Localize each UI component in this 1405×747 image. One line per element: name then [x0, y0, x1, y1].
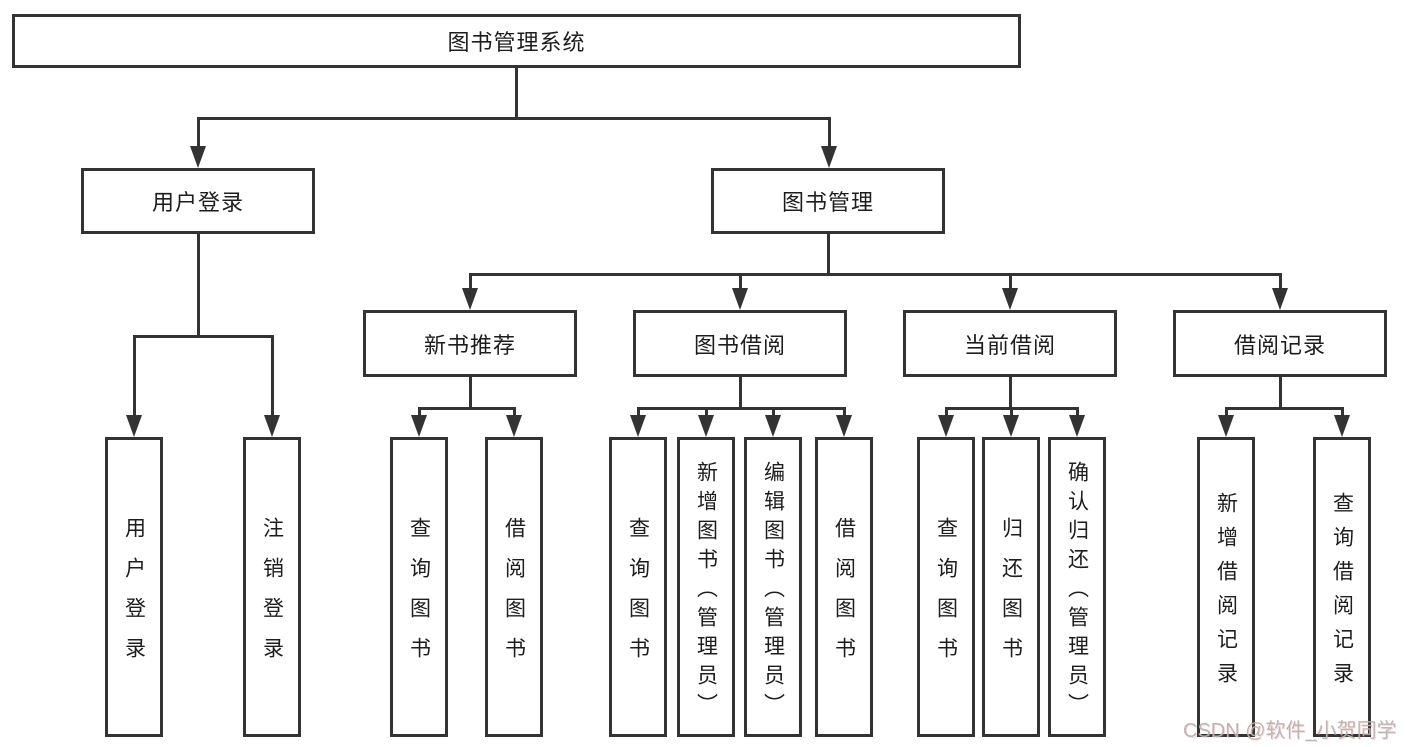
edge-drop-records [1279, 273, 1282, 289]
edge-current-stem [1009, 377, 1012, 408]
arrow-down-icon [938, 415, 954, 437]
leaf-query-books-borrowing: 查询图书 [609, 437, 667, 737]
node-book-borrowing-label: 图书借阅 [693, 332, 786, 358]
edge-book-mgmt-stem [827, 234, 830, 273]
node-current-borrowing-label: 当前借阅 [963, 332, 1056, 358]
node-user-login-label: 用户登录 [151, 190, 244, 215]
node-book-borrowing: 图书借阅 [633, 310, 847, 377]
leaf-borrow-books-borrowing-label: 借阅图书 [832, 516, 856, 677]
edge-drop [1341, 407, 1344, 417]
node-root: 图书管理系统 [12, 14, 1021, 68]
arrow-down-icon [462, 288, 478, 310]
arrow-down-icon [1003, 415, 1019, 437]
node-borrowing-records-label: 借阅记录 [1233, 332, 1326, 358]
node-borrowing-records: 借阅记录 [1173, 310, 1387, 377]
arrow-down-icon [1218, 415, 1234, 437]
leaf-return-books: 归还图书 [982, 437, 1040, 737]
leaf-query-books-recommend: 查询图书 [390, 437, 448, 737]
edge-recommend-rail [418, 407, 515, 410]
node-current-borrowing: 当前借阅 [903, 310, 1117, 377]
edge-records-stem [1279, 377, 1282, 408]
edge-drop-recommend [469, 273, 472, 289]
edge-drop [418, 407, 421, 417]
edge-records-rail [1225, 407, 1343, 410]
node-new-book-recommend-label: 新书推荐 [423, 332, 516, 358]
edge-drop [705, 407, 708, 417]
leaf-query-books-borrowing-label: 查询图书 [626, 516, 650, 677]
leaf-borrow-books-borrowing: 借阅图书 [815, 437, 873, 737]
edge-root-rail [197, 117, 831, 120]
edge-drop-user-login [197, 117, 200, 148]
arrow-down-icon [821, 146, 837, 168]
leaf-query-books-recommend-label: 查询图书 [407, 516, 431, 677]
leaf-add-borrow-record: 新增借阅记录 [1197, 437, 1255, 737]
edge-user-login-stem [197, 234, 200, 335]
arrow-down-icon [126, 415, 142, 437]
leaf-add-books-admin: 新增图书（管理员） [677, 437, 735, 737]
leaf-return-books-label: 归还图书 [999, 516, 1023, 677]
arrow-down-icon [506, 415, 522, 437]
leaf-logout: 注销登录 [243, 437, 301, 737]
edge-root-stem [515, 68, 518, 118]
leaf-borrow-books-recommend-label: 借阅图书 [502, 516, 526, 677]
leaf-add-books-admin-label: 新增图书（管理员） [694, 460, 718, 722]
edge-drop [843, 407, 846, 417]
edge-borrowing-stem [739, 377, 742, 408]
leaf-add-borrow-record-label: 新增借阅记录 [1214, 491, 1238, 696]
arrow-down-icon [732, 288, 748, 310]
edge-drop-borrowing [739, 273, 742, 289]
edge-drop [637, 407, 640, 417]
csdn-watermark: CSDN @软件_小贺同学 [1183, 720, 1397, 742]
arrow-down-icon [190, 146, 206, 168]
edge-recommend-stem [469, 377, 472, 408]
edge-book-mgmt-rail [469, 273, 1281, 276]
edge-drop [513, 407, 516, 417]
arrow-down-icon [698, 415, 714, 437]
leaf-edit-books-admin-label: 编辑图书（管理员） [761, 460, 785, 722]
edge-drop [1225, 407, 1228, 417]
leaf-user-login-label: 用户登录 [122, 516, 146, 677]
arrow-down-icon [1272, 288, 1288, 310]
node-book-management: 图书管理 [711, 168, 945, 234]
arrow-down-icon [411, 415, 427, 437]
edge-drop [772, 407, 775, 417]
arrow-down-icon [1002, 288, 1018, 310]
leaf-user-login: 用户登录 [105, 437, 163, 737]
edge-drop-book-mgmt [828, 117, 831, 148]
edge-borrowing-rail [637, 407, 845, 410]
arrow-down-icon [836, 415, 852, 437]
edge-drop [945, 407, 948, 417]
node-user-login: 用户登录 [81, 168, 315, 234]
arrow-down-icon [264, 415, 280, 437]
edge-drop [1076, 407, 1079, 417]
edge-drop-current [1009, 273, 1012, 289]
leaf-query-borrow-record-label: 查询借阅记录 [1330, 491, 1354, 696]
edge-drop [1010, 407, 1013, 417]
leaf-query-books-current: 查询图书 [917, 437, 975, 737]
edge-drop-leaf-logout [271, 335, 274, 416]
leaf-logout-label: 注销登录 [260, 516, 284, 677]
node-new-book-recommend: 新书推荐 [363, 310, 577, 377]
node-book-management-label: 图书管理 [781, 190, 874, 215]
arrow-down-icon [1334, 415, 1350, 437]
node-root-label: 图书管理系统 [447, 30, 586, 55]
leaf-confirm-return-admin-label: 确认归还（管理员） [1065, 460, 1089, 722]
leaf-query-books-current-label: 查询图书 [934, 516, 958, 677]
arrow-down-icon [765, 415, 781, 437]
leaf-query-borrow-record: 查询借阅记录 [1313, 437, 1371, 737]
edge-user-login-rail [133, 335, 273, 338]
leaf-confirm-return-admin: 确认归还（管理员） [1048, 437, 1106, 737]
leaf-borrow-books-recommend: 借阅图书 [485, 437, 543, 737]
arrow-down-icon [630, 415, 646, 437]
arrow-down-icon [1069, 415, 1085, 437]
edge-drop-leaf-user-login [133, 335, 136, 416]
leaf-edit-books-admin: 编辑图书（管理员） [744, 437, 802, 737]
